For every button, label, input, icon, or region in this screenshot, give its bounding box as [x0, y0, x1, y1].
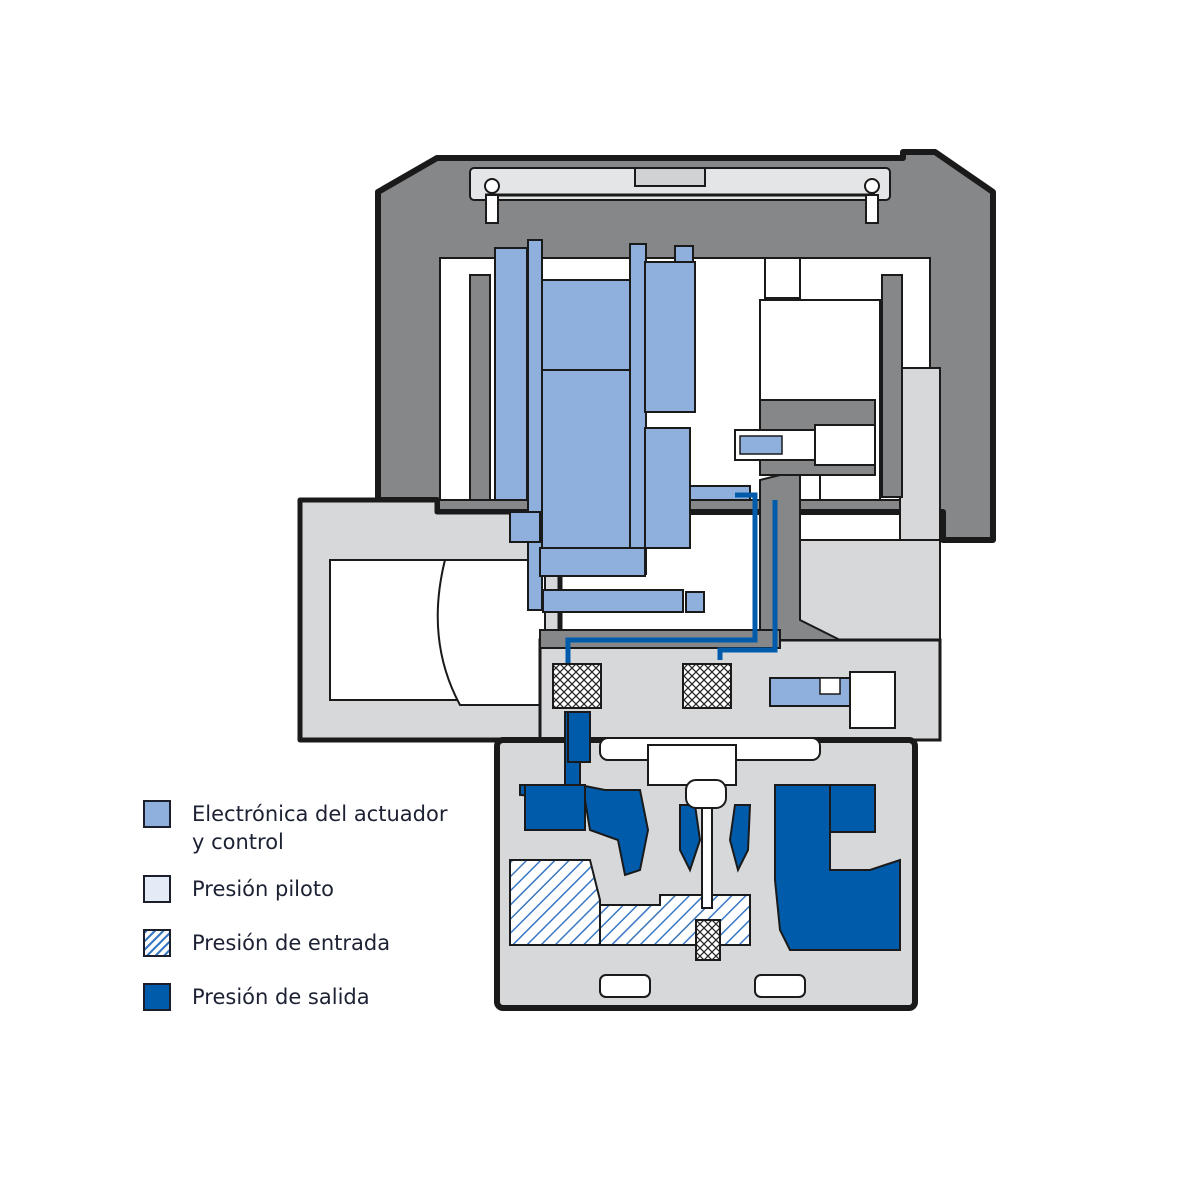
pilot-valve	[734, 424, 876, 466]
outlet-pressure-regions	[519, 711, 901, 951]
swatch-pilot	[143, 875, 171, 903]
inlet-port-inner	[436, 559, 546, 706]
pilot-channel	[565, 492, 778, 665]
swatch-electronics	[143, 800, 171, 828]
top-cover-bar	[469, 167, 891, 224]
swatch-outlet	[143, 983, 171, 1011]
legend-label-electronics: Electrónica del actuador y control	[192, 802, 448, 854]
swatch-inlet-hatch	[143, 929, 171, 957]
top-pilot-module	[764, 257, 801, 299]
legend-label-pilot: Presión piloto	[192, 877, 334, 901]
actuator-electronics	[494, 239, 751, 613]
legend-label-outlet: Presión de salida	[192, 985, 370, 1009]
filter-left	[552, 663, 602, 709]
bottom-screws	[599, 974, 806, 998]
diaphragm-assembly	[599, 737, 821, 961]
legend-label-inlet: Presión de entrada	[192, 931, 391, 955]
exhaust-valve	[769, 671, 896, 729]
filter-right	[682, 663, 732, 709]
